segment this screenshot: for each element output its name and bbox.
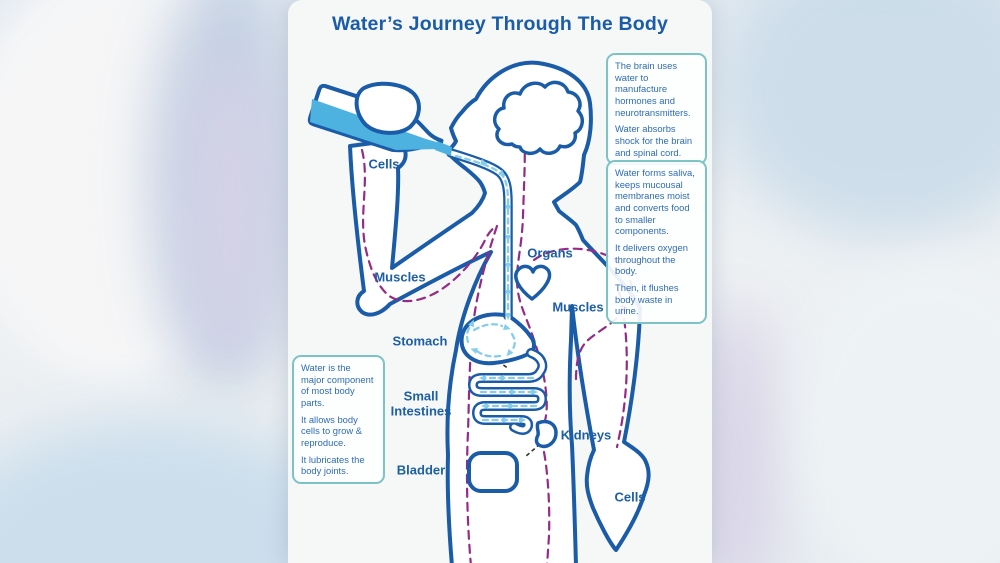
label-bladder: Bladder [396,462,446,478]
label-stomach: Stomach [392,333,448,349]
background-blob [195,60,265,360]
water-circulation-path [360,110,633,563]
bladder-shape [467,451,519,493]
info-text: It allows body cells to grow & reproduce… [301,413,362,448]
info-box-major-component: Water is the major component of most bod… [292,355,385,484]
body-diagram [307,60,651,563]
kidney-shape [534,419,558,449]
info-box-brain: The brain uses water to manufacture horm… [606,53,707,166]
page-title: Water’s Journey Through The Body [331,13,669,35]
info-text: The brain uses water to manufacture horm… [615,60,691,118]
label-muscles-left: Muscles [374,269,426,285]
background-blob [800,260,1000,563]
info-text: Water absorbs shock for the brain and sp… [615,123,693,158]
water-stream [435,141,452,156]
label-cells-left: Cells [368,156,400,172]
heart-shape [514,264,552,301]
info-text: Then, it flushes body waste in urine. [615,281,679,317]
label-organs: Organs [527,245,573,261]
info-text: Water is the major component of most bod… [301,362,374,408]
info-text: Water forms saliva, keeps mucousal membr… [615,167,695,237]
label-kidneys: Kidneys [560,427,612,443]
info-box-saliva: Water forms saliva, keeps mucousal membr… [606,160,707,324]
infographic-panel: Water’s Journey Through The Body [288,0,712,563]
brain-shape [492,80,584,156]
info-text: It lubricates the body joints. [301,453,365,477]
hand-shape [354,81,421,135]
label-small-intestines: Small Intestines [390,388,452,418]
background-blob [720,0,1000,240]
info-text: It delivers oxygen throughout the body. [615,241,688,277]
label-cells-right: Cells [614,489,646,505]
label-muscles-right: Muscles [552,299,604,315]
stomach-shape [459,312,536,366]
